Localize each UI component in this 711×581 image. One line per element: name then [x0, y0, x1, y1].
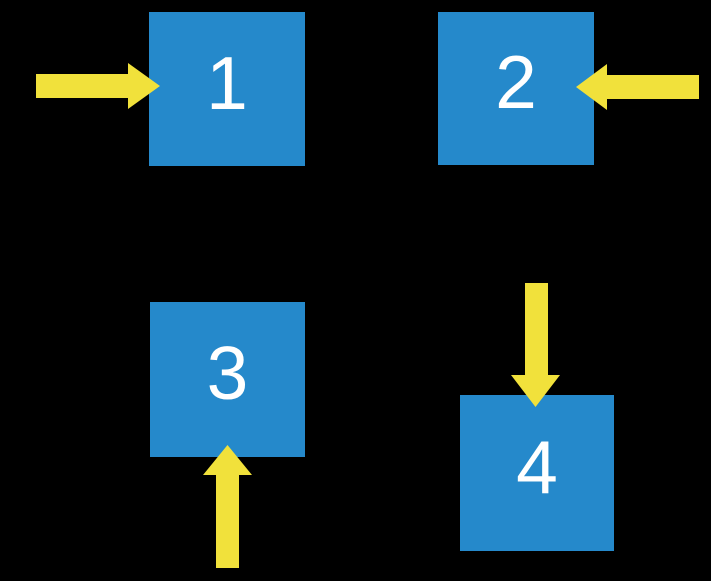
up-arrow-icon — [203, 445, 252, 568]
right-arrow-icon — [36, 63, 160, 109]
square-2-label: 2 — [495, 40, 537, 124]
square-1-label: 1 — [206, 40, 248, 125]
square-4: 4 — [460, 395, 614, 551]
square-3-label: 3 — [206, 331, 249, 415]
square-2: 2 — [438, 12, 594, 165]
square-4-label: 4 — [516, 424, 558, 509]
left-arrow-icon — [576, 64, 699, 110]
down-arrow-icon — [511, 283, 560, 407]
square-3: 3 — [150, 302, 305, 457]
square-1: 1 — [149, 12, 305, 166]
